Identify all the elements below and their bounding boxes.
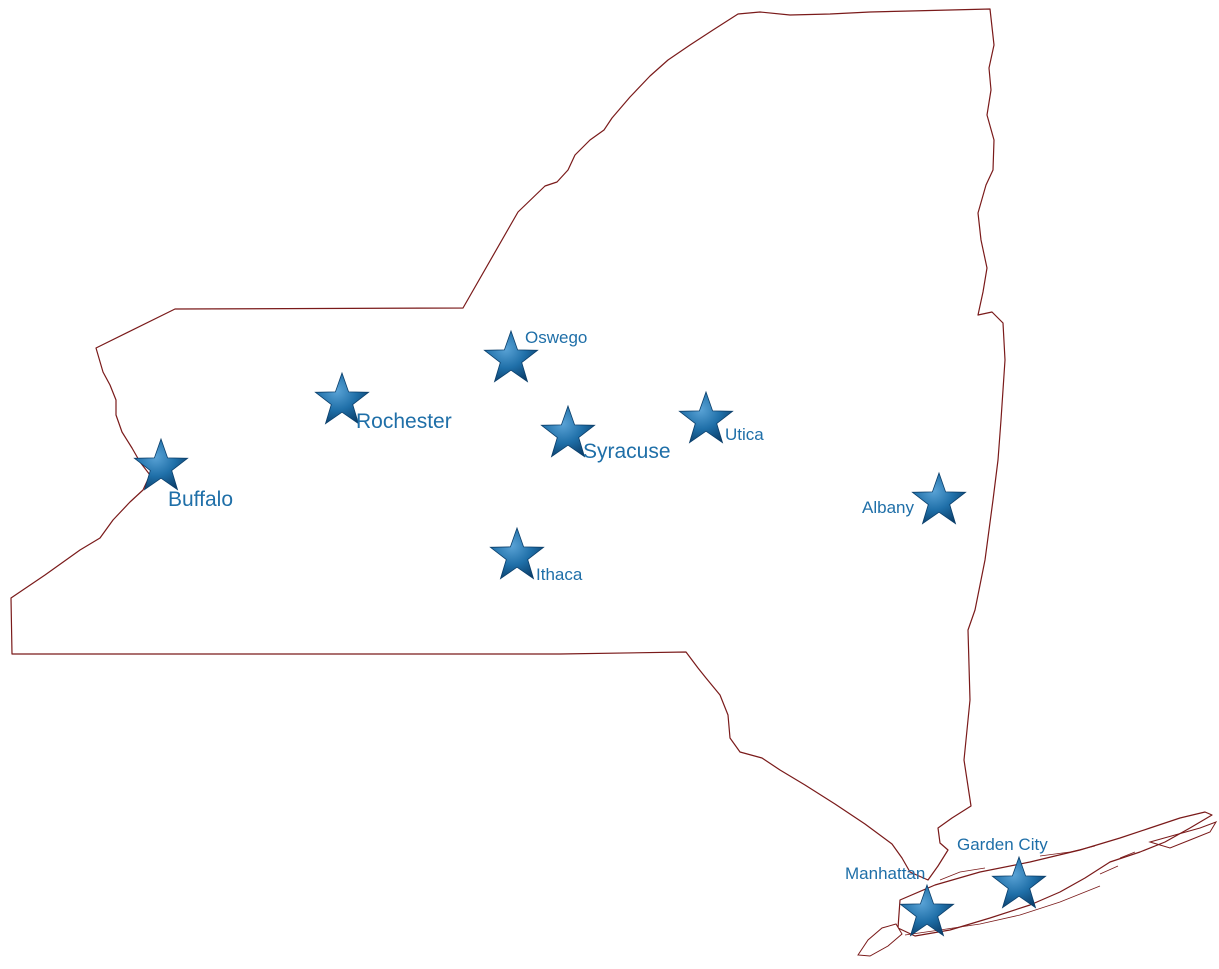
city-label-ithaca: Ithaca: [536, 565, 583, 584]
coastline-detail: [904, 845, 1136, 936]
city-label-rochester: Rochester: [356, 410, 452, 433]
city-marker-manhattan[interactable]: Manhattan: [845, 864, 955, 937]
city-label-albany: Albany: [862, 498, 914, 517]
city-marker-rochester[interactable]: Rochester: [314, 372, 452, 433]
city-label-buffalo: Buffalo: [168, 488, 233, 511]
city-markers: Buffalo Rochester Oswego Syracuse Utica …: [133, 328, 1048, 937]
staten-island-outline: [857, 923, 903, 957]
north-fork-outline: [1148, 821, 1218, 849]
city-marker-albany[interactable]: Albany: [862, 472, 967, 525]
state-outline: [10, 8, 1006, 881]
city-marker-oswego[interactable]: Oswego: [483, 328, 587, 383]
city-label-garden-city: Garden City: [957, 835, 1048, 854]
city-marker-utica[interactable]: Utica: [678, 391, 764, 444]
city-marker-garden-city[interactable]: Garden City: [957, 835, 1048, 909]
city-label-utica: Utica: [725, 425, 764, 444]
city-marker-buffalo[interactable]: Buffalo: [133, 438, 233, 511]
long-island-outline: [897, 811, 1213, 937]
city-marker-ithaca[interactable]: Ithaca: [489, 527, 583, 584]
city-label-syracuse: Syracuse: [583, 440, 671, 463]
city-label-manhattan: Manhattan: [845, 864, 925, 883]
city-label-oswego: Oswego: [525, 328, 587, 347]
city-marker-syracuse[interactable]: Syracuse: [540, 405, 671, 463]
